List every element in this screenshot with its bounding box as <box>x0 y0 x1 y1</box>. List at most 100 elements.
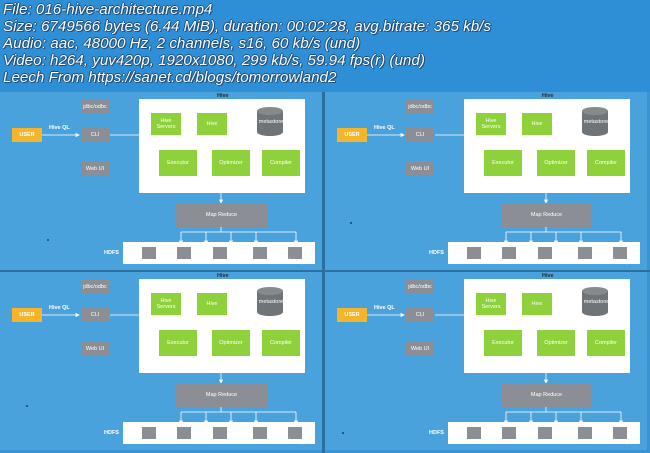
jdbc-odbc-box: jdbc/odbc <box>81 280 109 293</box>
hdfs-label: HDFS <box>104 250 119 256</box>
hdfs-node <box>613 247 627 259</box>
hdfs-node <box>288 247 302 259</box>
hdfs-node <box>142 247 156 259</box>
hdfs-node <box>538 427 552 439</box>
hdfs-node <box>578 247 592 259</box>
hive-ql-label: Hive QL <box>374 305 395 311</box>
udemy-watermark: udemy <box>282 438 305 445</box>
hive-servers-box: Hive Servers <box>151 293 181 315</box>
user-box: USER <box>337 308 367 322</box>
frame-1: jdbc/odbc USER Hive QL CLI Web UI Hive H… <box>0 92 322 270</box>
metastore-label: metastore <box>258 119 284 125</box>
horizontal-separator <box>0 270 650 272</box>
hdfs-node <box>253 247 267 259</box>
optimizer-box: Optimizer <box>212 330 250 356</box>
hive-servers-box: Hive Servers <box>476 113 506 135</box>
cursor-dot <box>26 405 28 407</box>
hive-box: Hive <box>522 113 552 135</box>
file-line: File: 016-hive-architecture.mp4 <box>3 1 213 18</box>
udemy-watermark: udemy <box>282 258 305 265</box>
hive-title: Hive <box>217 273 229 279</box>
user-box: USER <box>12 308 42 322</box>
web-ui-box: Web UI <box>81 342 109 356</box>
hdfs-label: HDFS <box>429 430 444 436</box>
executor-box: Executor <box>484 330 522 356</box>
map-reduce-box: Map Reduce <box>176 383 267 407</box>
frame-2: jdbc/odbc USER Hive QL CLI Web UI Hive H… <box>325 92 647 270</box>
user-box: USER <box>12 128 42 142</box>
frame-3: jdbc/odbc USER Hive QL CLI Web UI Hive H… <box>0 272 322 450</box>
size-line: Size: 6749566 bytes (6.44 MiB), duration… <box>3 18 491 35</box>
udemy-watermark: udemy <box>607 438 630 445</box>
compiler-box: Compiler <box>262 150 300 176</box>
frame-4: jdbc/odbc USER Hive QL CLI Web UI Hive H… <box>325 272 647 450</box>
hdfs-node <box>177 427 191 439</box>
hdfs-node <box>288 427 302 439</box>
cli-box: CLI <box>81 308 109 322</box>
vertical-separator <box>322 92 325 453</box>
hdfs-node <box>538 247 552 259</box>
video-info-header: File: 016-hive-architecture.mp4 Size: 67… <box>0 0 650 92</box>
executor-box: Executor <box>159 330 197 356</box>
cli-box: CLI <box>406 128 434 142</box>
hdfs-node <box>213 247 227 259</box>
optimizer-box: Optimizer <box>537 330 575 356</box>
hdfs-node <box>467 247 481 259</box>
optimizer-box: Optimizer <box>212 150 250 176</box>
hive-box: Hive <box>522 293 552 315</box>
metastore-cylinder <box>582 107 608 136</box>
web-ui-box: Web UI <box>81 162 109 176</box>
hive-box: Hive <box>197 293 227 315</box>
optimizer-box: Optimizer <box>537 150 575 176</box>
udemy-watermark: udemy <box>607 258 630 265</box>
hdfs-node <box>142 427 156 439</box>
user-box: USER <box>337 128 367 142</box>
hive-box: Hive <box>197 113 227 135</box>
hdfs-node <box>213 427 227 439</box>
hdfs-label: HDFS <box>429 250 444 256</box>
executor-box: Executor <box>159 150 197 176</box>
map-reduce-box: Map Reduce <box>501 383 592 407</box>
web-ui-box: Web UI <box>406 342 434 356</box>
jdbc-odbc-box: jdbc/odbc <box>406 280 434 293</box>
hdfs-node <box>578 427 592 439</box>
hdfs-label: HDFS <box>104 430 119 436</box>
map-reduce-box: Map Reduce <box>501 203 592 227</box>
cli-box: CLI <box>81 128 109 142</box>
arrows <box>367 312 624 425</box>
metastore-cylinder <box>257 287 283 316</box>
video-line: Video: h264, yuv420p, 1920x1080, 299 kb/… <box>3 52 425 69</box>
leech-line: Leech From https://sanet.cd/blogs/tomorr… <box>3 69 337 86</box>
hdfs-node <box>502 427 516 439</box>
executor-box: Executor <box>484 150 522 176</box>
metastore-label: metastore <box>583 119 609 125</box>
compiler-box: Compiler <box>587 150 625 176</box>
hdfs-node <box>467 427 481 439</box>
hive-ql-label: Hive QL <box>374 125 395 131</box>
jdbc-odbc-box: jdbc/odbc <box>81 100 109 113</box>
web-ui-box: Web UI <box>406 162 434 176</box>
compiler-box: Compiler <box>587 330 625 356</box>
metastore-label: metastore <box>583 299 609 305</box>
hdfs-node <box>253 427 267 439</box>
hive-title: Hive <box>542 93 554 99</box>
hdfs-node <box>177 247 191 259</box>
cli-box: CLI <box>406 308 434 322</box>
hive-ql-label: Hive QL <box>49 305 70 311</box>
hive-servers-box: Hive Servers <box>476 293 506 315</box>
map-reduce-box: Map Reduce <box>176 203 267 227</box>
cursor-dot <box>47 239 49 241</box>
metastore-cylinder <box>582 287 608 316</box>
cursor-dot <box>350 222 352 224</box>
hive-title: Hive <box>542 273 554 279</box>
jdbc-odbc-box: jdbc/odbc <box>406 100 434 113</box>
hdfs-node <box>613 427 627 439</box>
metastore-cylinder <box>257 107 283 136</box>
hdfs-node <box>502 247 516 259</box>
compiler-box: Compiler <box>262 330 300 356</box>
hive-servers-box: Hive Servers <box>151 113 181 135</box>
audio-line: Audio: aac, 48000 Hz, 2 channels, s16, 6… <box>3 35 361 52</box>
hive-title: Hive <box>217 93 229 99</box>
hive-ql-label: Hive QL <box>49 125 70 131</box>
metastore-label: metastore <box>258 299 284 305</box>
